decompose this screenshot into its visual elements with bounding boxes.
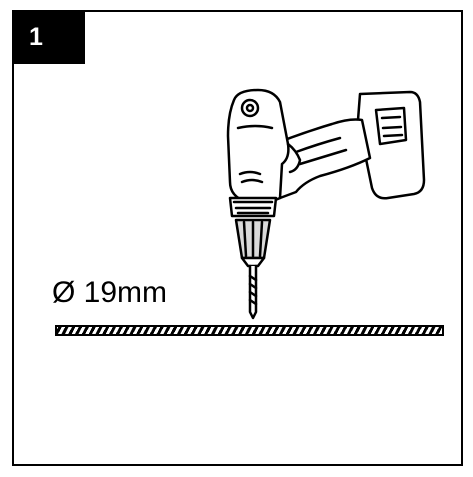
- cordless-drill-icon: [226, 88, 426, 320]
- drill-diameter-label: Ø 19mm: [52, 276, 168, 309]
- step-number-badge: 1: [12, 10, 85, 64]
- hatched-surface: [55, 325, 444, 336]
- step-frame: [12, 10, 463, 466]
